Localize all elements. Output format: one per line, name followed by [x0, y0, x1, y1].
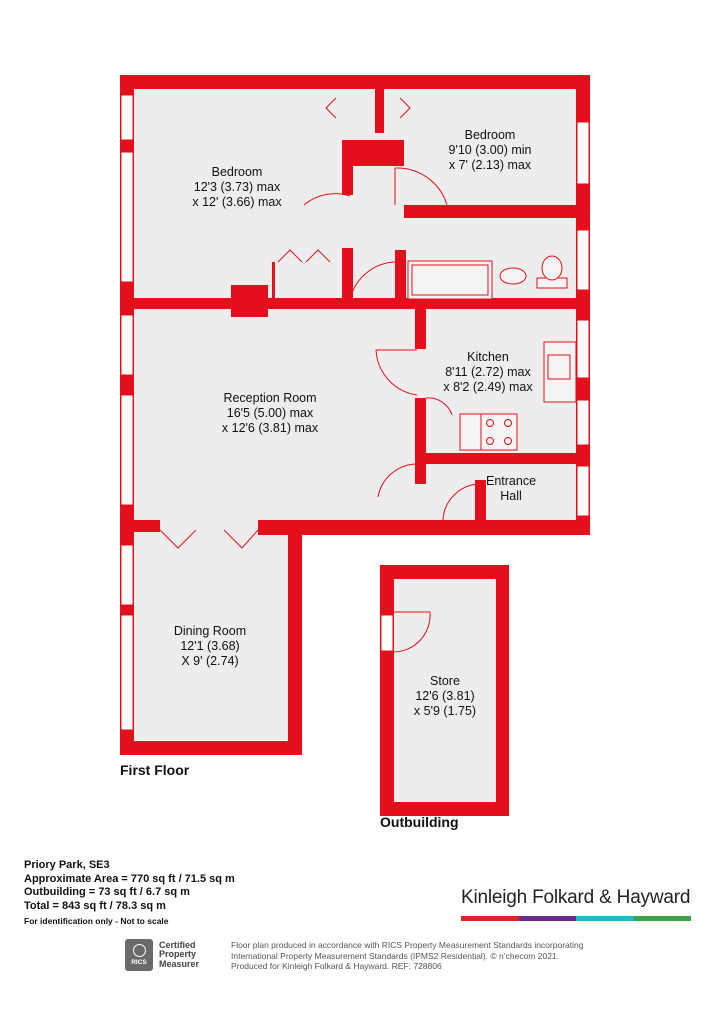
sink-fixture	[499, 267, 527, 285]
room-label-entrance-hall: Entrance Hall	[476, 474, 546, 504]
rics-logo: RICS	[125, 939, 153, 971]
room-dimension: x 12'6 (3.81) max	[221, 421, 319, 435]
room-name: Bedroom	[464, 128, 516, 142]
room-dimension: x 8'2 (2.49) max	[443, 380, 533, 394]
room-dimension: X 9' (2.74)	[181, 654, 239, 668]
disclaimer-line: Produced for Kinleigh Folkard & Hayward.…	[231, 961, 442, 971]
windows	[120, 94, 590, 731]
property-address: Priory Park, SE3	[24, 859, 110, 871]
room-dimension: 12'3 (3.73) max	[193, 180, 281, 194]
scale-note: For identification only - Not to scale	[24, 916, 169, 926]
kitchen-counter	[543, 341, 577, 403]
room-name: Bedroom	[211, 165, 263, 179]
internal-walls	[134, 88, 576, 520]
floor-label-outbuilding: Outbuilding	[380, 814, 459, 830]
approx-area: Approximate Area = 770 sq ft / 71.5 sq m	[24, 872, 235, 885]
rics-line: Certified	[159, 939, 196, 950]
room-dimension: 12'6 (3.81)	[415, 689, 475, 703]
room-dimension: 8'11 (2.72) max	[445, 365, 531, 379]
room-label-reception: Reception Room 16'5 (5.00) max x 12'6 (3…	[200, 391, 340, 436]
rics-line: Property	[159, 949, 197, 960]
globe-icon	[132, 944, 146, 957]
rics-logo-text: RICS	[131, 959, 147, 966]
brand-bar-segment	[461, 916, 519, 921]
brand-bar-segment	[633, 916, 691, 921]
hob	[480, 413, 518, 451]
door-swings	[159, 97, 479, 549]
brand-bar-segment	[518, 916, 576, 921]
total-area: Total = 843 sq ft / 78.3 sq m	[24, 899, 166, 912]
room-dimension: x 5'9 (1.75)	[413, 704, 477, 718]
room-name: Entrance	[485, 474, 537, 488]
floor-label-first: First Floor	[120, 762, 190, 778]
rics-badge: RICS Certified Property Measurer	[125, 939, 217, 971]
room-label-dining: Dining Room 12'1 (3.68) X 9' (2.74)	[154, 624, 266, 669]
room-dimension: x 7' (2.13) max	[448, 158, 532, 172]
room-label-kitchen: Kitchen 8'11 (2.72) max x 8'2 (2.49) max	[428, 350, 548, 395]
room-label-bedroom-second: Bedroom 9'10 (3.00) min x 7' (2.13) max	[428, 128, 552, 173]
room-dimension: 16'5 (5.00) max	[226, 406, 314, 420]
room-label-store: Store 12'6 (3.81) x 5'9 (1.75)	[398, 674, 492, 719]
disclaimer: Floor plan produced in accordance with R…	[231, 940, 611, 972]
fixtures	[407, 255, 577, 451]
room-dimension: x 12' (3.66) max	[192, 195, 282, 209]
rics-certification-text: Certified Property Measurer	[159, 939, 200, 970]
bath-fixture	[407, 260, 493, 300]
outbuilding-area: Outbuilding = 73 sq ft / 6.7 sq m	[24, 886, 190, 898]
brand-name: Kinleigh Folkard & Hayward	[461, 887, 691, 908]
room-name: Kitchen	[467, 350, 509, 364]
room-label-bedroom-main: Bedroom 12'3 (3.73) max x 12' (3.66) max	[172, 165, 302, 210]
room-name: Dining Room	[173, 624, 247, 638]
property-info: Priory Park, SE3 Approximate Area = 770 …	[24, 859, 235, 929]
room-name: Store	[430, 674, 460, 688]
outbuilding-plan	[380, 565, 509, 816]
disclaimer-line: Floor plan produced in accordance with R…	[231, 940, 584, 950]
room-dimension: 9'10 (3.00) min	[448, 143, 532, 157]
disclaimer-line: International Property Measurement Stand…	[231, 950, 560, 961]
rics-line: Measurer	[159, 958, 200, 969]
brand-color-bar	[461, 916, 691, 921]
room-dimension: 12'1 (3.68)	[180, 639, 240, 653]
room-name: Reception Room	[223, 391, 317, 405]
room-name-line2: Hall	[500, 489, 522, 503]
brand-bar-segment	[576, 916, 634, 921]
